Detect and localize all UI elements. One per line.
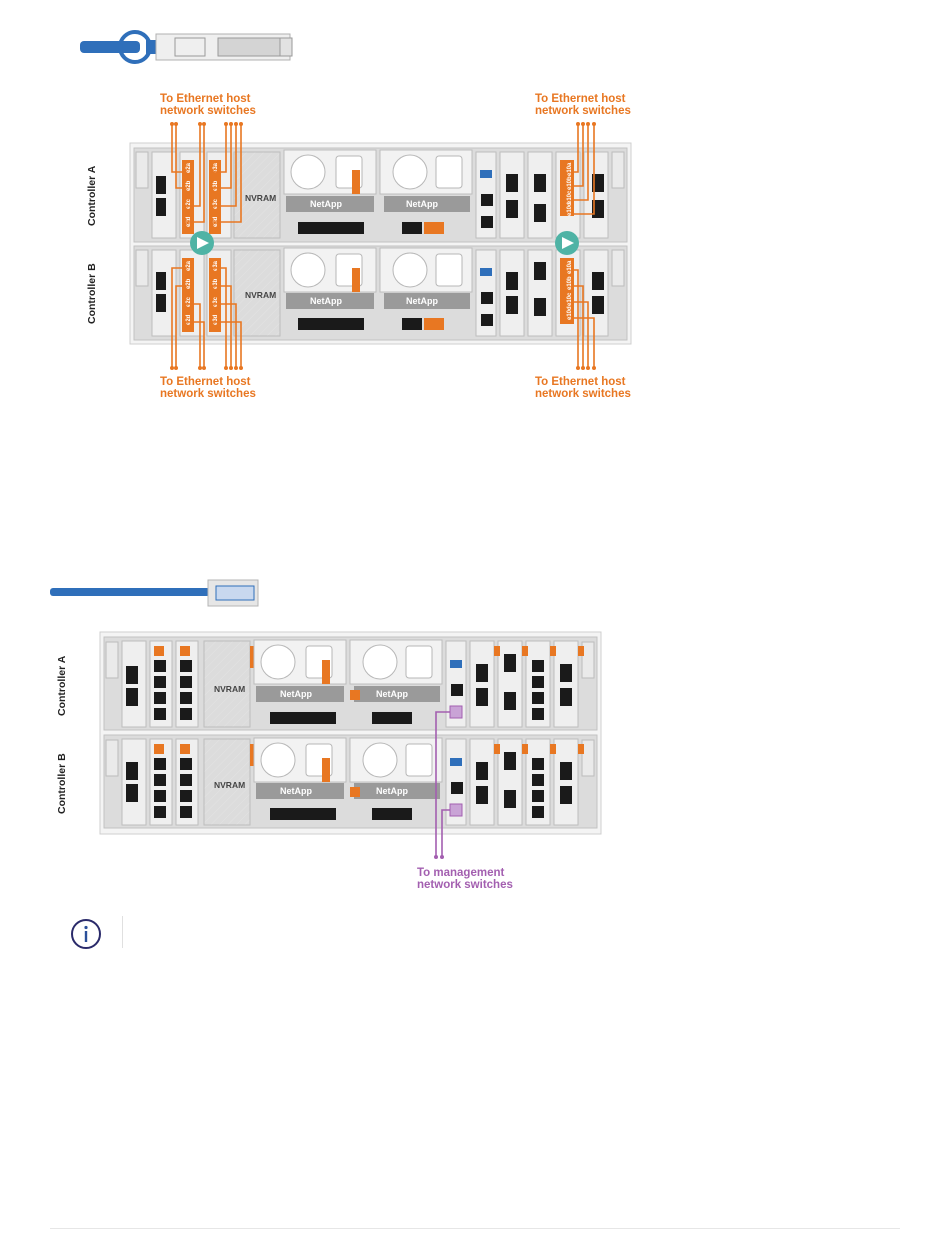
netapp-logo-b1: NetApp: [310, 296, 342, 306]
port-e3b-a: e3b: [213, 180, 219, 191]
nvram-label-a: NVRAM: [245, 193, 276, 203]
netapp-logo-2a2: NetApp: [376, 689, 408, 699]
netapp-logo-a2: NetApp: [406, 199, 438, 209]
port-e3a-b: e3a: [213, 260, 219, 271]
port-e2a-b: e2a: [186, 260, 192, 271]
port-e3c-a: e3c: [213, 198, 219, 209]
netapp-logo-2b1: NetApp: [280, 786, 312, 796]
port-e2d-b: e2d: [186, 314, 192, 325]
controller-chassis-diagram-1: e2a e2b e2c e2d e3a e3b e3c e3d e2a e2b …: [129, 122, 632, 370]
info-icon: [71, 919, 101, 949]
nvram-label-2a: NVRAM: [214, 684, 245, 694]
port-e3a-a: e3a: [213, 162, 219, 173]
netapp-logo-b2: NetApp: [406, 296, 438, 306]
connection-marker-icon: [555, 231, 579, 255]
rj45-cable-icon: [50, 579, 259, 607]
port-e3d-b: e3d: [213, 314, 219, 325]
note-block: [68, 916, 104, 957]
connection-marker-icon: [190, 231, 214, 255]
port-e10a-b: e10a: [567, 260, 573, 274]
port-e2c-b: e2c: [186, 296, 192, 307]
qsfp-cable-icon: [80, 30, 293, 64]
port-e3b-b: e3b: [213, 278, 219, 289]
port-e10a-a: e10a: [567, 162, 573, 176]
port-e10b-b: e10b: [567, 276, 573, 290]
port-e2a-a: e2a: [186, 162, 192, 173]
port-e3c-b: e3c: [213, 296, 219, 307]
port-e10b-a: e10b: [567, 176, 573, 190]
nvram-label-2b: NVRAM: [214, 780, 245, 790]
port-e2b-a: e2b: [186, 180, 192, 191]
note-divider: [122, 916, 123, 948]
port-e10c-b: e10c: [567, 292, 573, 306]
controller-chassis-diagram-2: NVRAM NVRAM NetApp NetApp NetApp NetApp: [99, 631, 602, 859]
port-e10d-b: e10d: [567, 306, 573, 320]
port-e2c-a: e2c: [186, 198, 192, 209]
netapp-logo-2a1: NetApp: [280, 689, 312, 699]
port-e10d-a: e10d: [567, 202, 573, 216]
nvram-label-b: NVRAM: [245, 290, 276, 300]
footer-divider: [50, 1228, 900, 1229]
netapp-logo-2b2: NetApp: [376, 786, 408, 796]
port-e2b-b: e2b: [186, 278, 192, 289]
port-e10c-a: e10c: [567, 190, 573, 204]
netapp-logo-a1: NetApp: [310, 199, 342, 209]
